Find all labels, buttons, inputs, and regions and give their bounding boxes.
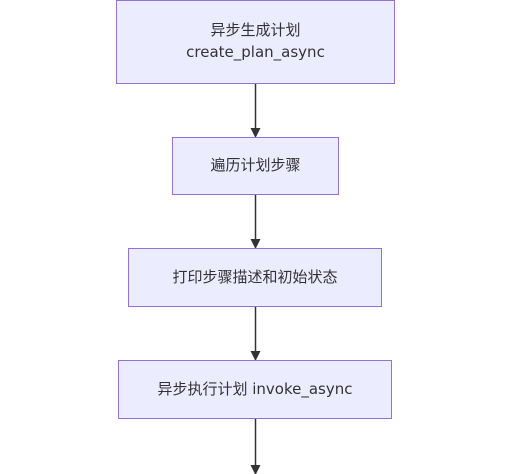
node-label: 异步生成计划 [210, 21, 301, 40]
node-print-step-status: 打印步骤描述和初始状态 [128, 248, 382, 307]
node-invoke-async: 异步执行计划 invoke_async [118, 360, 392, 419]
node-iterate-steps: 遍历计划步骤 [172, 137, 339, 195]
node-label: 遍历计划步骤 [210, 156, 301, 175]
node-label: 打印步骤描述和初始状态 [172, 267, 338, 286]
node-label: 异步执行计划 invoke_async [157, 379, 353, 398]
node-sublabel: create_plan_async [186, 43, 325, 61]
node-create-plan: 异步生成计划 create_plan_async [116, 0, 395, 84]
